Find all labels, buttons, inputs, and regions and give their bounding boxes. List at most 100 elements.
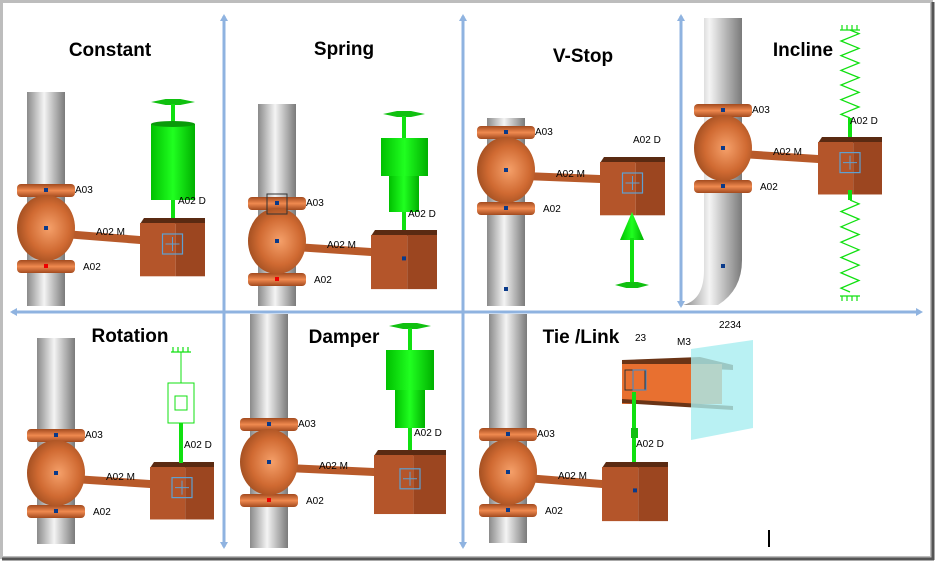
support-rod [848,190,852,200]
spring-zigzag [839,29,861,119]
label-bottom-node: A02 [83,262,101,273]
node-marker [633,488,637,493]
label-arm: A02 M [327,240,356,251]
label-bottom-node: A02 [306,496,324,507]
support-rod [408,428,412,452]
node-marker [275,277,279,281]
support-rod [179,423,183,463]
crosshair-icon [621,172,644,194]
label-support: A02 D [178,196,206,207]
node-marker [504,130,508,134]
node-marker [44,188,48,192]
panel-title: Damper [309,327,380,348]
crosshair-icon [175,480,189,495]
node-marker [721,184,725,188]
support-rod [402,212,406,232]
label-arm: A02 M [558,471,587,482]
divider-arrow-icon [459,14,467,21]
panel-title: V-Stop [553,46,613,67]
support-cap [383,111,425,117]
label-arm: A02 M [96,227,125,238]
panel-title: Tie /Link [543,327,620,348]
node-marker [54,509,58,513]
node-marker [721,146,725,150]
crosshair-icon [161,233,184,255]
cylinder-top [151,121,195,127]
crosshair-icon [403,471,417,486]
label-bottom-node: A02 [543,204,561,215]
label-top-node: A03 [85,430,103,441]
label-arm: A02 M [773,147,802,158]
label-top-node: A03 [752,105,770,116]
panel-title: Constant [69,40,152,61]
label-top-node: A03 [298,419,316,430]
node-marker [506,508,510,512]
crosshair-icon [843,155,857,170]
actuator-box-side [635,162,665,216]
node-marker [267,498,271,502]
ground-anchor-icon [840,295,860,301]
label-bottom-node: A02 [760,182,778,193]
damper-lower [395,390,425,428]
divider-arrow-icon [459,542,467,549]
actuator-arm [524,172,600,183]
label-beam: M3 [677,337,691,348]
label-top-node: A03 [537,429,555,440]
actuator-arm [295,243,371,256]
support-rod [171,200,175,220]
actuator-box-side [185,467,214,520]
label-arm: A02 M [556,169,585,180]
crosshair-icon [632,369,647,391]
node-marker [721,264,725,268]
actuator-box-side [175,223,205,277]
anchor-plate [691,340,753,440]
node-marker [54,433,58,437]
divider-arrow-icon [677,301,685,308]
node-marker [504,206,508,210]
panel-dividers [10,14,923,549]
actuator-box-front [150,467,186,520]
actuator-box-front [371,235,408,290]
actuator-arm [74,475,150,488]
actuator-box-top [602,462,668,468]
actuator-box-front [140,223,176,277]
crosshair-icon [165,237,180,251]
node-marker [44,226,48,230]
divider-arrow-icon [220,14,228,21]
node-marker [506,470,510,474]
actuator-arm [741,150,818,163]
label-support: A02 D [408,209,436,220]
label-arm: A02 M [106,472,135,483]
actuator-box-top [150,462,214,468]
support-rod [848,118,852,137]
node-marker [504,287,508,291]
support-cap [615,282,649,288]
actuator-arm [526,474,602,488]
divider-arrow-icon [677,14,685,21]
label-support: A02 D [636,439,664,450]
support-rod [630,238,634,284]
node-marker [54,471,58,475]
actuator-box-top [818,137,882,143]
actuator-box-top [374,450,446,456]
label-support: A02 D [184,440,212,451]
node-marker [504,168,508,172]
crosshair-icon [399,468,421,490]
label-support: A02 D [850,116,878,127]
divider-arrow-icon [10,308,17,316]
label-top-node: A03 [306,198,324,209]
label-top-node: A03 [75,185,93,196]
crosshair-icon [171,477,193,499]
actuator-arm [64,230,140,244]
label-top-node: A03 [535,127,553,138]
divider-arrow-icon [220,542,228,549]
actuator-box-front [600,162,636,216]
label-bottom-node: A02 [314,275,332,286]
actuator-box-top [600,157,665,163]
